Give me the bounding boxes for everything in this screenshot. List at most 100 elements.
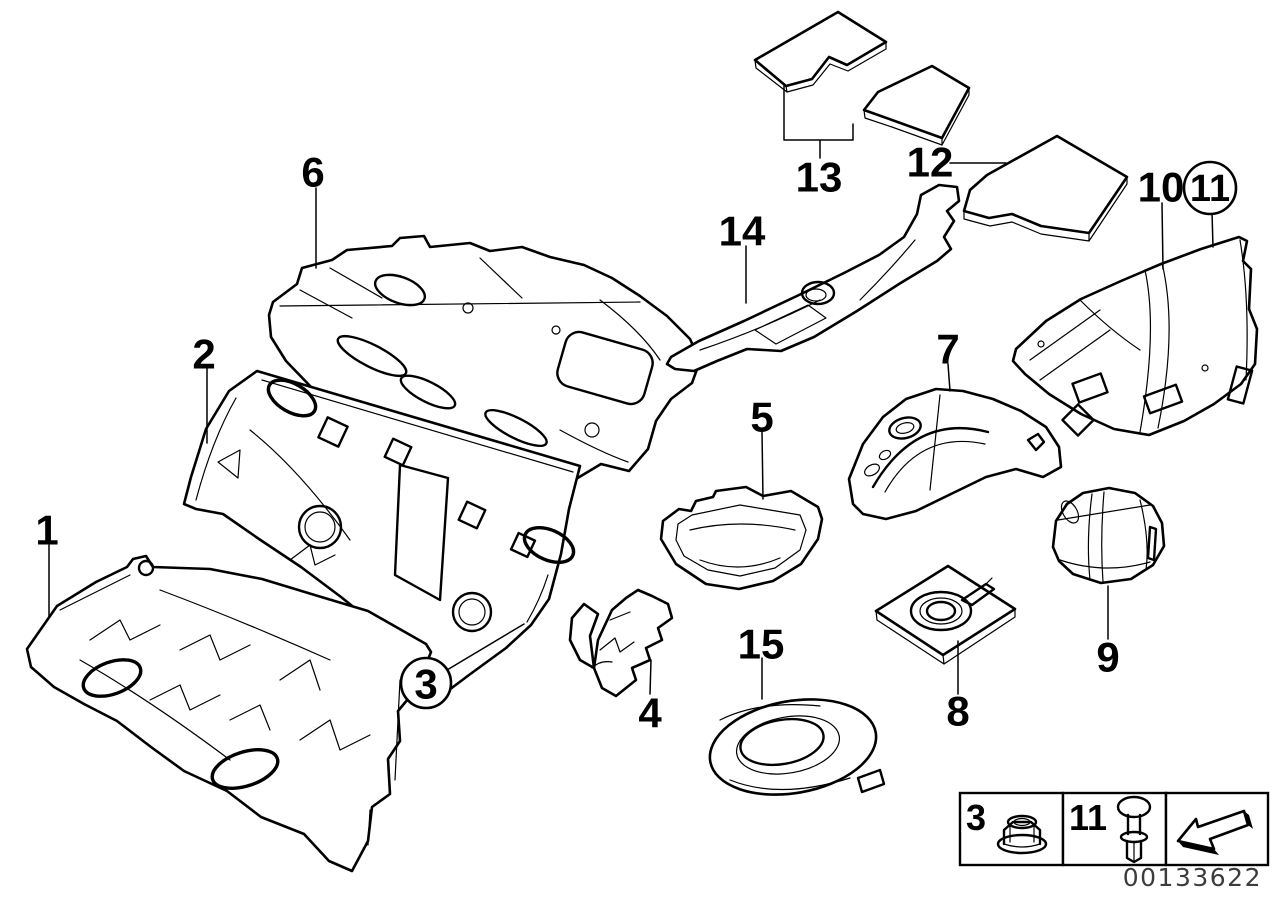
callout-4[interactable]: 4 <box>638 690 662 737</box>
callouts: 1 2 3 4 5 6 7 8 9 10 11 12 13 14 15 <box>35 139 1238 737</box>
slot <box>864 463 880 477</box>
leader-lines <box>48 85 1214 700</box>
part-drawing-9 <box>1051 486 1166 585</box>
outline <box>659 485 824 591</box>
detail-line <box>689 523 796 568</box>
part-drawing-2 <box>182 369 582 692</box>
callout-2[interactable]: 2 <box>192 331 215 378</box>
callout-11[interactable]: 11 <box>1190 168 1230 210</box>
part-drawing-13 <box>753 10 971 146</box>
expansion-rivet-icon <box>1116 795 1152 864</box>
leader-11 <box>1211 211 1214 248</box>
legend-label-11: 11 <box>1069 797 1107 838</box>
callout-3-circle <box>399 656 453 710</box>
detail-line <box>279 257 641 319</box>
leader-7 <box>947 363 951 392</box>
outline <box>708 698 878 796</box>
outline <box>847 387 1063 521</box>
direction-arrow-icon <box>1176 809 1253 855</box>
legend-label-3: 3 <box>966 797 986 838</box>
speaker-oval <box>210 748 280 790</box>
callout-14[interactable]: 14 <box>719 208 766 255</box>
slot <box>895 422 915 434</box>
callout-9[interactable]: 9 <box>1096 634 1119 681</box>
hole <box>462 302 474 314</box>
hole <box>317 416 349 448</box>
detail-line <box>591 611 635 669</box>
detail <box>1060 500 1080 524</box>
detail-line <box>719 704 851 791</box>
callout-3[interactable]: 3 <box>414 661 437 708</box>
detail-line <box>217 429 351 566</box>
callout-6[interactable]: 6 <box>301 149 324 196</box>
hole <box>805 288 827 302</box>
callout-8[interactable]: 8 <box>946 688 969 735</box>
detail-line <box>884 394 986 493</box>
leader-10 <box>1161 202 1164 270</box>
hole <box>551 325 561 335</box>
slot <box>878 449 892 461</box>
callout-13[interactable]: 13 <box>796 154 843 201</box>
part-drawing-14 <box>665 183 961 373</box>
inner-rim <box>675 504 807 577</box>
hole <box>1071 372 1109 404</box>
hole <box>584 422 600 438</box>
grommet <box>451 591 493 633</box>
detail-line <box>526 574 549 623</box>
hole <box>457 500 487 530</box>
leader-3 <box>446 623 525 671</box>
part-drawing-7 <box>847 387 1063 521</box>
outline <box>665 183 961 373</box>
opening <box>739 717 825 767</box>
part-drawing-10 <box>1011 235 1259 437</box>
ring <box>909 590 973 632</box>
outline <box>1011 235 1259 437</box>
part-drawing-15 <box>708 698 886 796</box>
callout-10[interactable]: 10 <box>1138 164 1185 211</box>
hole <box>1226 365 1254 405</box>
ring <box>919 597 963 625</box>
seam-line <box>1057 491 1151 583</box>
speaker-oval <box>81 658 143 698</box>
callout-15[interactable]: 15 <box>738 621 785 668</box>
mat-edge <box>754 41 887 93</box>
callout-12[interactable]: 12 <box>907 139 954 186</box>
flange-nut-icon <box>996 814 1048 855</box>
detail-line <box>985 577 993 585</box>
slot <box>336 334 408 378</box>
leader-5 <box>761 431 764 500</box>
clip-detail <box>1026 432 1046 452</box>
mat-top <box>862 64 971 140</box>
outline <box>874 564 1017 657</box>
callout-5[interactable]: 5 <box>750 394 773 441</box>
hole <box>1061 403 1095 437</box>
part-drawing-4 <box>568 588 674 698</box>
hole <box>509 531 537 559</box>
detail-line <box>559 299 661 463</box>
tab <box>856 768 886 794</box>
detail-line <box>1029 239 1248 433</box>
inner-ring <box>735 715 841 775</box>
slot <box>399 374 457 410</box>
callout-1[interactable]: 1 <box>35 507 58 554</box>
hole <box>137 559 155 577</box>
notch <box>1146 525 1158 562</box>
detail-line <box>699 239 916 351</box>
legend-cell-11[interactable] <box>1061 791 1168 867</box>
pocket <box>556 330 654 406</box>
slot <box>888 416 922 440</box>
part-drawing-1 <box>25 554 433 873</box>
outline <box>1051 486 1166 585</box>
mat-top <box>753 10 888 88</box>
callout-7[interactable]: 7 <box>936 326 959 373</box>
slot <box>373 273 427 307</box>
ring-hole <box>925 600 957 622</box>
hole <box>800 280 836 306</box>
detail-line <box>59 574 401 846</box>
callout-11-circle <box>1182 160 1238 216</box>
part-drawing-12 <box>962 134 1129 242</box>
key-handle <box>960 582 996 607</box>
slot <box>266 378 318 418</box>
